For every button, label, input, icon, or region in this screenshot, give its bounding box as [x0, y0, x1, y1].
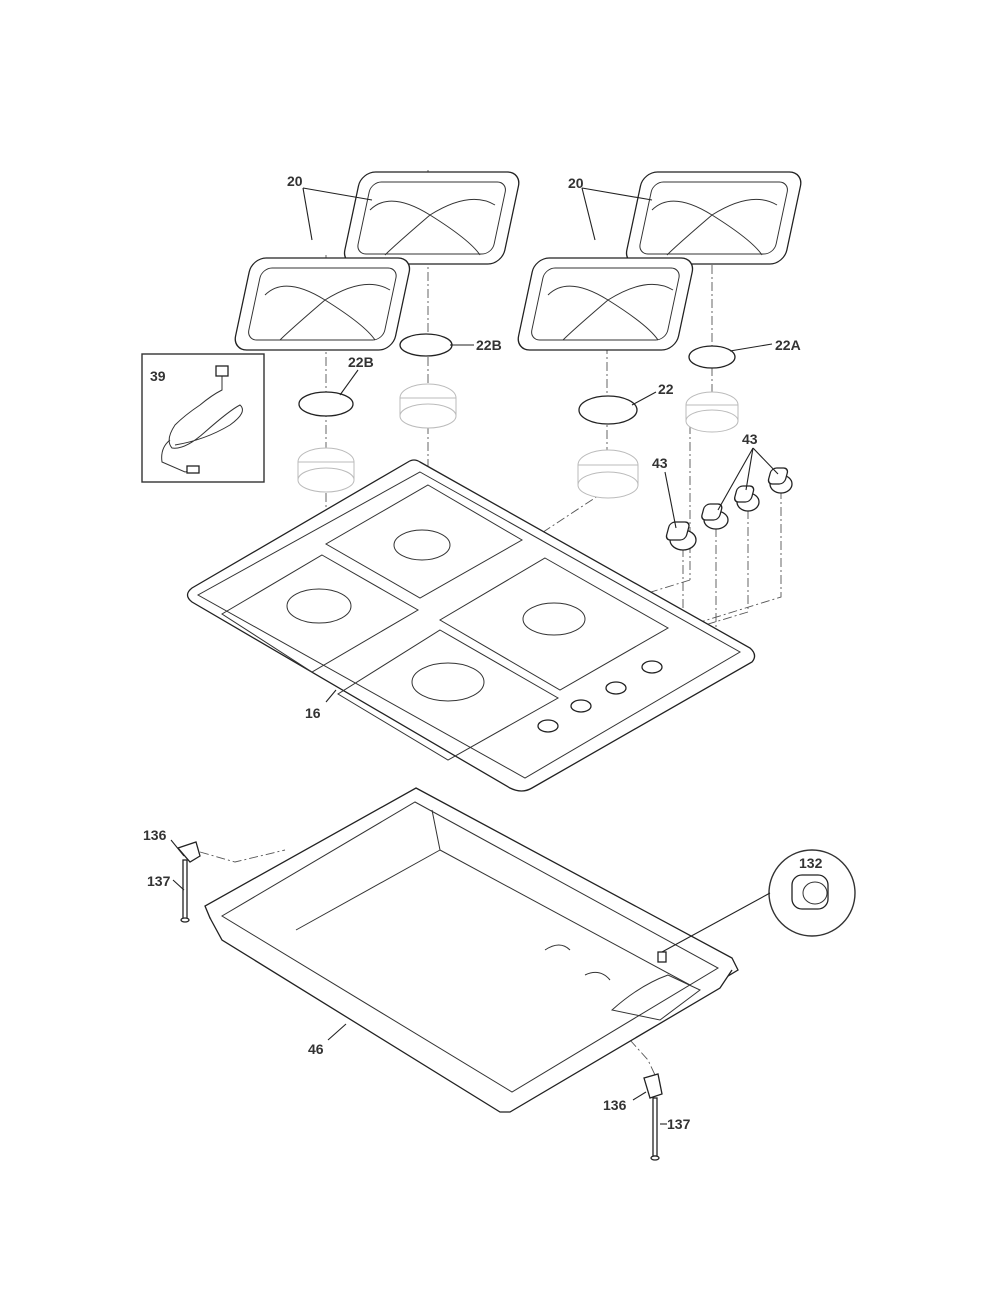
- control-knobs: [665, 467, 793, 551]
- callout-22b-left: 22B: [348, 354, 374, 370]
- callout-132: 132: [799, 855, 823, 871]
- burner-cap-22b-right: [399, 333, 453, 357]
- callout-46: 46: [308, 1041, 324, 1057]
- callout-137-right: 137: [667, 1116, 691, 1132]
- callout-22a: 22A: [775, 337, 801, 353]
- burner-heads: [297, 383, 739, 499]
- bracket-screw-left: [176, 841, 201, 923]
- callout-22: 22: [658, 381, 674, 397]
- callout-20-left: 20: [287, 173, 303, 189]
- callout-39: 39: [150, 368, 166, 384]
- grate-right-front: [517, 257, 694, 351]
- inset-box: [141, 353, 265, 483]
- burner-cap-22a: [688, 345, 736, 369]
- grate-right-rear: [625, 171, 802, 265]
- callout-137-left: 137: [147, 873, 171, 889]
- callout-43-group: 43: [742, 431, 758, 447]
- burner-cap-22: [578, 395, 638, 425]
- bracket-screw-right: [643, 1073, 663, 1161]
- callout-136-right: 136: [603, 1097, 627, 1113]
- cooktop-16: [186, 459, 756, 792]
- grate-left-front: [234, 257, 411, 351]
- callout-136-left: 136: [143, 827, 167, 843]
- connector-icon: [791, 874, 829, 910]
- callout-22b-right: 22B: [476, 337, 502, 353]
- burner-box-46: [204, 787, 739, 1113]
- leader-lines: [170, 187, 779, 1125]
- burner-cap-22b-left: [298, 391, 354, 417]
- callout-16: 16: [305, 705, 321, 721]
- power-cord-inset: [141, 353, 265, 483]
- power-cord-icon: [161, 372, 243, 473]
- callout-20-right: 20: [568, 175, 584, 191]
- grate-left-rear: [343, 171, 520, 265]
- callout-43-single: 43: [652, 455, 668, 471]
